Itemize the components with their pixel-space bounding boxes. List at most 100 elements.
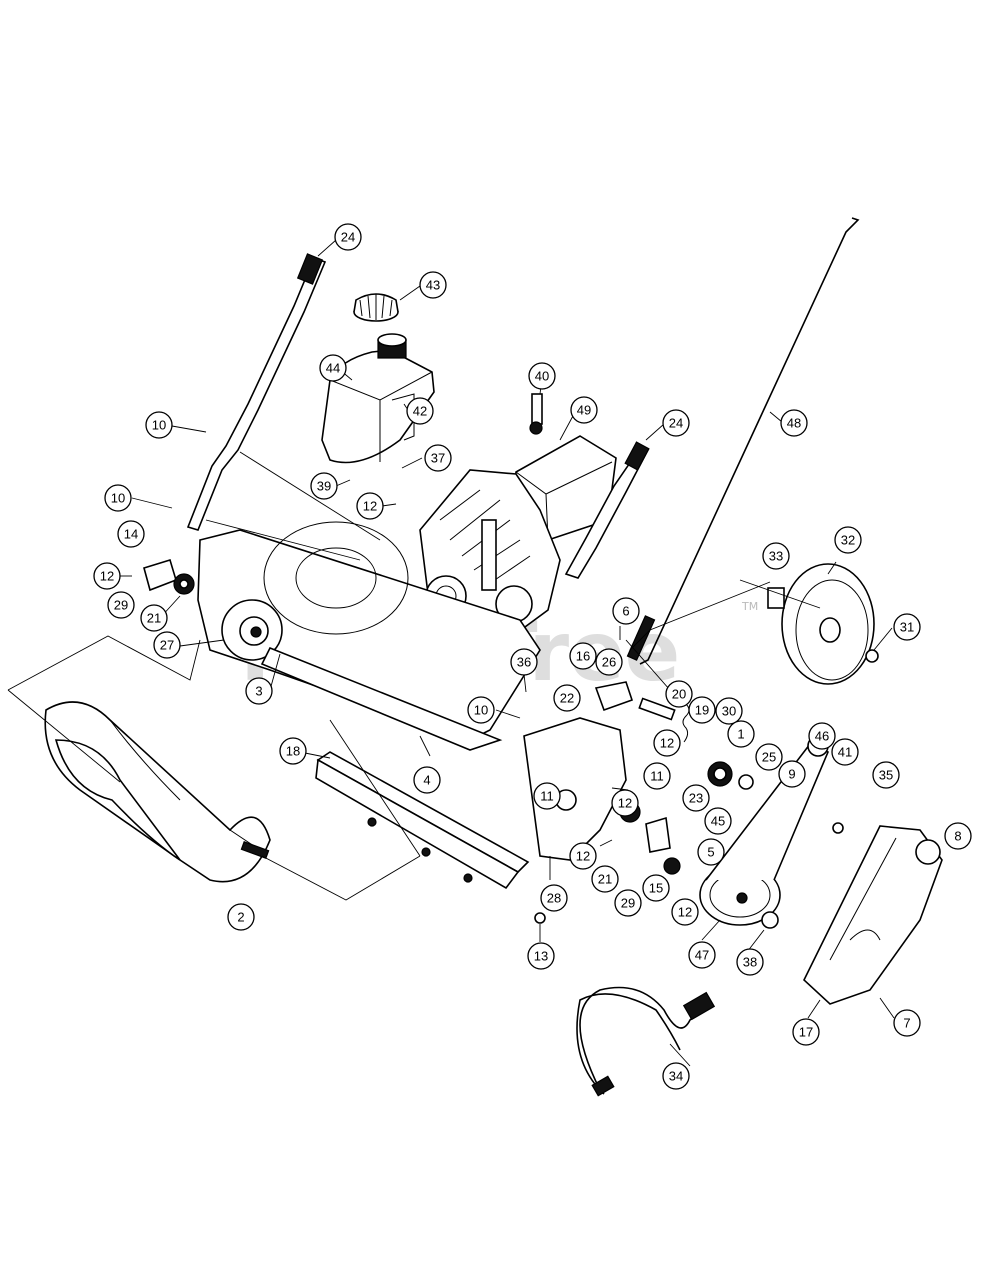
svg-text:24: 24 bbox=[341, 230, 355, 245]
idler-bracket bbox=[594, 681, 690, 743]
auger-paddle bbox=[44, 701, 271, 883]
callout-26: 26 bbox=[595, 648, 623, 676]
callout-16: 16 bbox=[569, 642, 597, 670]
svg-text:12: 12 bbox=[576, 849, 590, 864]
handle-left-grip bbox=[296, 253, 324, 285]
svg-text:10: 10 bbox=[111, 491, 125, 506]
callout-18: 18 bbox=[279, 737, 307, 765]
svg-text:17: 17 bbox=[799, 1025, 813, 1040]
svg-text:12: 12 bbox=[660, 736, 674, 751]
wheel bbox=[781, 563, 875, 685]
handle-left bbox=[186, 256, 327, 531]
callout-40: 40 bbox=[528, 362, 556, 390]
svg-text:16: 16 bbox=[576, 649, 590, 664]
svg-text:12: 12 bbox=[100, 569, 114, 584]
callout-13: 13 bbox=[527, 942, 555, 970]
bearing-flange-left bbox=[143, 558, 195, 595]
callout-28: 28 bbox=[540, 884, 568, 912]
svg-text:12: 12 bbox=[678, 905, 692, 920]
callout-22: 22 bbox=[553, 684, 581, 712]
callout-12-mid: 12 bbox=[653, 729, 681, 757]
callout-11-upper: 11 bbox=[643, 762, 671, 790]
callout-19: 19 bbox=[688, 696, 716, 724]
callout-21-left: 21 bbox=[140, 604, 168, 632]
callout-31: 31 bbox=[893, 613, 921, 641]
callout-3: 3 bbox=[245, 677, 273, 705]
callout-49: 49 bbox=[570, 396, 598, 424]
svg-text:9: 9 bbox=[788, 767, 795, 782]
svg-text:4: 4 bbox=[423, 773, 430, 788]
callout-27: 27 bbox=[153, 631, 181, 659]
callout-44: 44 bbox=[319, 354, 347, 382]
primer-bulb bbox=[529, 393, 543, 435]
callout-46: 46 bbox=[808, 722, 836, 750]
callout-10-lower: 10 bbox=[467, 696, 495, 724]
handle-right-grip bbox=[624, 441, 650, 471]
svg-text:47: 47 bbox=[695, 948, 709, 963]
svg-text:35: 35 bbox=[879, 768, 893, 783]
callout-34: 34 bbox=[662, 1062, 690, 1090]
callout-25: 25 bbox=[755, 743, 783, 771]
callout-6: 6 bbox=[612, 597, 640, 625]
svg-text:44: 44 bbox=[326, 361, 340, 376]
svg-text:19: 19 bbox=[695, 703, 709, 718]
callout-12-pulley: 12 bbox=[671, 898, 699, 926]
callout-12-plate: 12 bbox=[611, 789, 639, 817]
svg-text:29: 29 bbox=[114, 598, 128, 613]
auger-housing bbox=[197, 521, 541, 751]
svg-text:12: 12 bbox=[363, 499, 377, 514]
svg-text:41: 41 bbox=[838, 745, 852, 760]
callout-17: 17 bbox=[792, 1018, 820, 1046]
svg-text:48: 48 bbox=[787, 416, 801, 431]
callout-32: 32 bbox=[834, 526, 862, 554]
callout-23: 23 bbox=[682, 784, 710, 812]
svg-text:22: 22 bbox=[560, 691, 574, 706]
svg-text:8: 8 bbox=[954, 829, 961, 844]
bushing bbox=[738, 774, 754, 790]
svg-text:2: 2 bbox=[237, 910, 244, 925]
svg-text:5: 5 bbox=[707, 845, 714, 860]
svg-text:3: 3 bbox=[255, 684, 262, 699]
callout-43: 43 bbox=[419, 271, 447, 299]
svg-text:28: 28 bbox=[547, 891, 561, 906]
belt-cover bbox=[803, 825, 943, 1005]
svg-text:36: 36 bbox=[517, 655, 531, 670]
callout-45: 45 bbox=[704, 807, 732, 835]
callout-42: 42 bbox=[406, 397, 434, 425]
wheel-spacer bbox=[767, 587, 785, 609]
svg-text:15: 15 bbox=[649, 881, 663, 896]
callout-9: 9 bbox=[778, 760, 806, 788]
fuel-cap bbox=[353, 293, 399, 322]
watermark-tm: TM bbox=[741, 600, 758, 613]
callout-38: 38 bbox=[736, 948, 764, 976]
callout-39: 39 bbox=[310, 472, 338, 500]
callout-12-bracket: 12 bbox=[569, 842, 597, 870]
callout-37: 37 bbox=[424, 444, 452, 472]
svg-text:26: 26 bbox=[602, 655, 616, 670]
svg-text:12: 12 bbox=[618, 796, 632, 811]
svg-text:43: 43 bbox=[426, 278, 440, 293]
callout-7: 7 bbox=[893, 1009, 921, 1037]
svg-text:42: 42 bbox=[413, 404, 427, 419]
callout-2: 2 bbox=[227, 903, 255, 931]
svg-text:46: 46 bbox=[815, 729, 829, 744]
callout-1: 1 bbox=[727, 720, 755, 748]
callout-10-top: 10 bbox=[145, 411, 173, 439]
svg-text:27: 27 bbox=[160, 638, 174, 653]
svg-text:7: 7 bbox=[903, 1016, 910, 1031]
svg-text:21: 21 bbox=[598, 872, 612, 887]
svg-text:20: 20 bbox=[672, 687, 686, 702]
svg-text:33: 33 bbox=[769, 549, 783, 564]
svg-text:18: 18 bbox=[286, 744, 300, 759]
pulley-nut bbox=[761, 911, 779, 929]
svg-text:31: 31 bbox=[900, 620, 914, 635]
svg-text:32: 32 bbox=[841, 533, 855, 548]
svg-text:11: 11 bbox=[540, 789, 554, 804]
callout-35: 35 bbox=[872, 761, 900, 789]
svg-text:10: 10 bbox=[474, 703, 488, 718]
svg-text:21: 21 bbox=[147, 611, 161, 626]
svg-text:40: 40 bbox=[535, 369, 549, 384]
callout-14: 14 bbox=[117, 520, 145, 548]
callout-8: 8 bbox=[944, 822, 972, 850]
